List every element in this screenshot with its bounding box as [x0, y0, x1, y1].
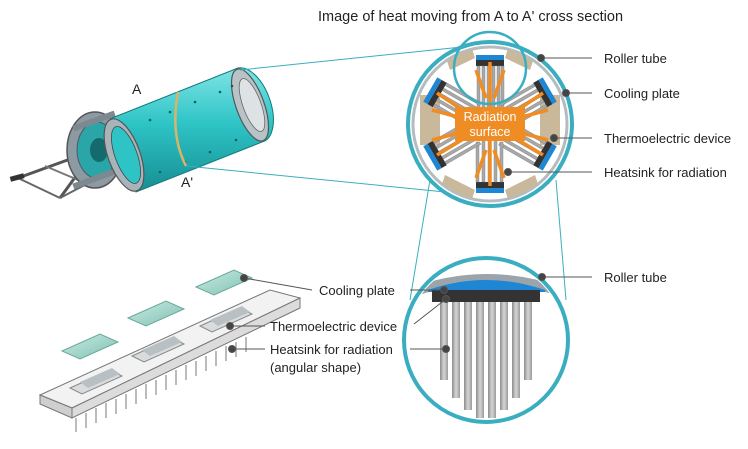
- label-cooling-plate: Cooling plate: [604, 86, 680, 101]
- heatsink-assembly: [38, 269, 302, 432]
- label-assembly-heatsink-shape: (angular shape): [270, 360, 362, 375]
- diagram-title: Image of heat moving from A to A' cross …: [318, 9, 624, 25]
- cross-section-leaders: [504, 54, 592, 176]
- projection-line-top: [239, 46, 463, 71]
- label-roller-tube: Roller tube: [604, 51, 667, 66]
- label-assembly-cooling-plate: Cooling plate: [319, 283, 395, 298]
- radiation-surface-line1: Radiation: [464, 110, 517, 124]
- detail-leaders: [410, 273, 592, 353]
- radiation-surface-line2: surface: [470, 125, 511, 139]
- label-assembly-thermoelectric-device: Thermoelectric device: [270, 319, 398, 334]
- label-detail-roller-tube: Roller tube: [604, 270, 667, 285]
- projection-line-detail-right: [555, 179, 567, 301]
- projection-line-detail-left: [409, 179, 431, 301]
- label-heatsink: Heatsink for radiation: [604, 165, 727, 180]
- detail-view: [402, 256, 570, 424]
- roller-tube-assembly: [9, 67, 274, 199]
- cross-section: [406, 30, 574, 208]
- label-assembly-heatsink: Heatsink for radiation: [270, 342, 393, 357]
- marker-a: A: [132, 81, 142, 97]
- label-thermoelectric-device: Thermoelectric device: [604, 131, 732, 146]
- radiation-surface-box: [455, 107, 525, 141]
- marker-a-prime: A': [181, 174, 193, 190]
- projection-line-bottom: [185, 165, 446, 193]
- assembly-leaders: [226, 274, 313, 353]
